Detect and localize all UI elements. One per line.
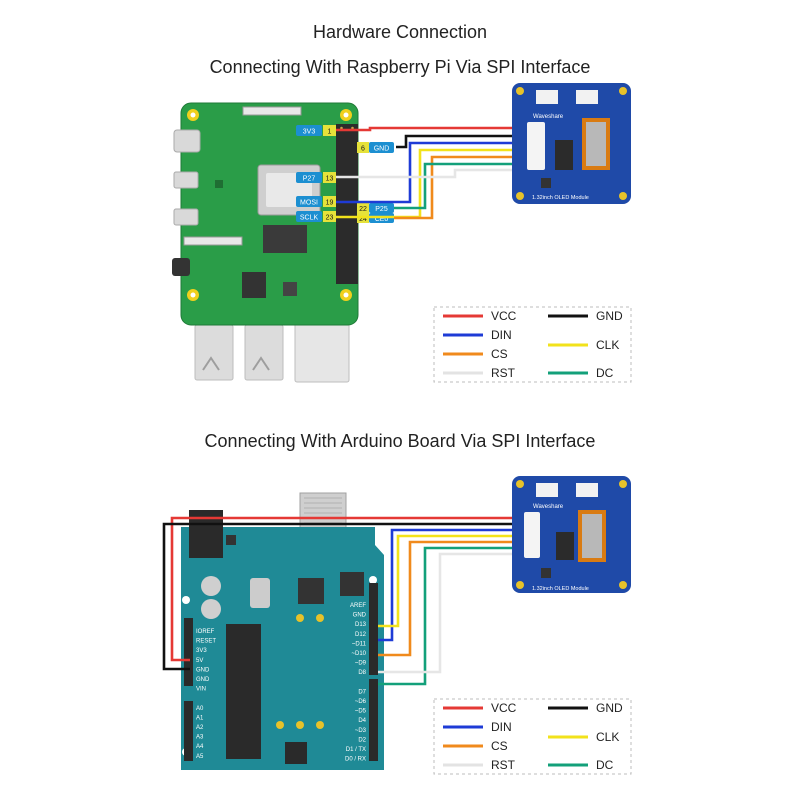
wire-din-ard: [378, 528, 528, 642]
rpi-section-title: Connecting With Raspberry Pi Via SPI Int…: [209, 57, 591, 77]
rpi-pin-labels: 3V3 1 6 GND P27 13 MOSI 19 SCLK 23 22 P2…: [296, 125, 394, 223]
oled-model-arduino: 1.32inch OLED Module: [532, 586, 589, 592]
legend-rpi-label-dc: DC: [596, 366, 614, 380]
wire-dc: [394, 162, 528, 210]
pin-19-number: 19: [326, 200, 334, 207]
arduino-right-pin-label: D4: [358, 718, 366, 724]
oled-model-rpi: 1.32inch OLED Module: [532, 195, 589, 201]
oled-brand-rpi: Waveshare: [533, 114, 564, 120]
pin-22-number: 22: [359, 206, 367, 213]
wire-clk: [336, 148, 528, 219]
arduino-right-pin-label: ~D5: [355, 709, 367, 715]
arduino-right-pin-label: GND: [353, 613, 367, 619]
oled-module-arduino: Waveshare 1.32inch OLED Module: [512, 476, 631, 593]
legend-rpi-label-rst: RST: [491, 366, 516, 380]
wire-gnd: [396, 134, 528, 149]
legend-rpi-label-gnd: GND: [596, 309, 623, 323]
legend-rpi-label-vcc: VCC: [491, 309, 517, 323]
arduino-left-pin-label: A1: [196, 715, 204, 721]
legend-ard-label-gnd: GND: [596, 701, 623, 715]
legend-rpi-label-cs: CS: [491, 347, 508, 361]
legend-ard-label-cs: CS: [491, 739, 508, 753]
arduino-left-pin-label: 3V3: [196, 648, 207, 654]
wire-gnd-ard: [162, 522, 528, 671]
pin-3v3-label: 3V3: [303, 129, 316, 136]
wire-clk-ard: [378, 534, 528, 628]
arduino-right-pin-label: ~D3: [355, 728, 367, 734]
arduino-left-pin-label: A2: [196, 725, 204, 731]
pin-sclk-label: SCLK: [300, 215, 319, 222]
arduino-left-pin-label: A3: [196, 735, 204, 741]
arduino-left-pin-label: A0: [196, 706, 204, 712]
arduino-section-title: Connecting With Arduino Board Via SPI In…: [204, 431, 596, 451]
legend-ard-label-clk: CLK: [596, 730, 619, 744]
pin-p27-label: P27: [303, 176, 316, 183]
pin-ce0-label: CE0: [375, 216, 389, 223]
rpi-wires: [336, 126, 528, 220]
wire-vcc: [336, 126, 528, 132]
wire-rst: [336, 168, 528, 179]
arduino-left-pin-label: GND: [196, 667, 210, 673]
legend-ard-label-vcc: VCC: [491, 701, 517, 715]
arduino-right-pin-label: D2: [358, 737, 366, 743]
legend-rpi: VCC DIN CS RST GND CLK DC: [433, 306, 632, 383]
page-title: Hardware Connection: [312, 22, 488, 42]
arduino-right-pin-label: D7: [358, 689, 366, 695]
legend-rpi-label-din: DIN: [491, 328, 512, 342]
pin-p25-label: P25: [375, 206, 388, 213]
arduino-left-pin-label: 5V: [196, 658, 203, 664]
arduino-right-pin-label: D12: [355, 632, 367, 638]
arduino-left-pin-label: VIN: [196, 687, 206, 693]
arduino-right-pin-label: D0 / RX: [345, 757, 366, 763]
oled-module-rpi: Waveshare 1.32inch OLED Module: [512, 83, 631, 204]
arduino-right-pin-label: D8: [358, 670, 366, 676]
legend-ard-label-din: DIN: [491, 720, 512, 734]
arduino-right-pin-label: D13: [355, 622, 367, 628]
wire-dc-ard: [378, 546, 528, 686]
pin-mosi-label: MOSI: [300, 200, 318, 207]
arduino-left-pin-label: GND: [196, 677, 210, 683]
wire-vcc-ard: [170, 516, 528, 662]
pin-gnd-label: GND: [374, 146, 390, 153]
pin-23-number: 23: [326, 215, 334, 222]
arduino-left-pin-label: A5: [196, 754, 204, 760]
arduino-right-pin-label: D1 / TX: [346, 747, 366, 753]
pin-6-number: 6: [361, 146, 365, 153]
legend-arduino: VCC DIN CS RST GND CLK DC: [433, 698, 632, 775]
wire-cs: [394, 155, 528, 220]
arduino-left-pin-label: A4: [196, 744, 204, 750]
pin-1-number: 1: [328, 129, 332, 136]
legend-rpi-label-clk: CLK: [596, 338, 619, 352]
wire-cs-ard: [378, 540, 528, 657]
legend-ard-label-dc: DC: [596, 758, 614, 772]
arduino-wires: [162, 516, 528, 686]
pin-24-number: 24: [359, 216, 367, 223]
arduino-left-pin-label: IOREF: [196, 629, 215, 635]
arduino-right-pin-label: AREF: [350, 603, 366, 609]
arduino-right-pin-label: ~D11: [352, 641, 367, 647]
arduino-right-pin-label: ~D6: [355, 699, 367, 705]
wire-din: [336, 141, 528, 204]
oled-brand-arduino: Waveshare: [533, 504, 564, 510]
pin-13-number: 13: [326, 176, 334, 183]
arduino-left-pin-label: RESET: [196, 639, 216, 645]
arduino-right-pin-label: ~D10: [351, 651, 366, 657]
wire-rst-ard: [378, 552, 528, 674]
legend-ard-label-rst: RST: [491, 758, 516, 772]
arduino-right-pin-label: ~D9: [355, 661, 367, 667]
raspberry-pi-board: [172, 102, 359, 383]
